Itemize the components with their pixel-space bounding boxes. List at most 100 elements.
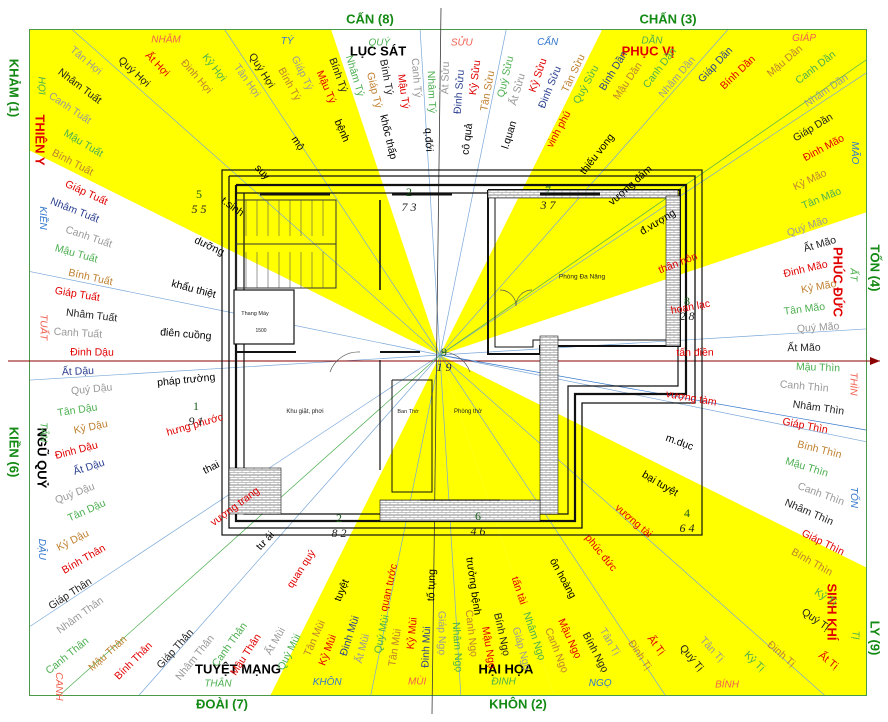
ganzhi-label: Đinh Dậu [70,346,114,358]
ganzhi-label: Ất Dậu [62,364,95,378]
edge-label: ĐOÀI (7) [196,697,248,712]
mountain-line [439,354,462,696]
room-label: Thang Máy [241,311,269,317]
edge-label: KIỀN (6) [7,427,22,478]
star-pair: 9 1 [189,414,204,428]
star-word: điên cuồng [160,326,212,342]
room-label: 1500 [255,328,266,334]
ganzhi-label: Tân Mão [783,301,826,318]
elevator [233,289,295,345]
mountain-line [439,354,867,443]
mountain-line [370,354,441,696]
mountain-label: TỐN [848,487,861,509]
mountain-label: SỬU [451,35,474,48]
ganzhi-label: Đinh Sửu [452,69,467,114]
ganzhi-label: Canh Ngọ [463,609,480,657]
sector-title: PHÚC ĐỨC [831,247,846,318]
room-label: Phòng Đa Năng [559,274,606,281]
star-number: 5 [196,187,202,201]
mountain-label: CẤN [537,35,559,48]
star-word: cô quả [459,123,475,156]
mountain-label: DẦN [641,33,663,46]
sector-title: PHỤC VỊ [622,44,675,59]
ganzhi-label: Giáp Ngọ [436,611,448,656]
mountain-line [138,354,441,696]
ganzhi-label: Tân Mùi [386,628,404,667]
mountain-line [439,354,666,696]
mountain-label: QUÝ [368,35,391,48]
edge-label: TỐN (4) [868,245,883,292]
star-number: 4 [684,506,690,520]
sector-5 [30,355,440,695]
floor-plan [221,169,703,536]
mountain-label: GIÁP [792,31,816,44]
star-number: 2 [336,511,342,525]
edge-label: CHẤN (3) [639,12,696,27]
mountain-label: THÌN [848,372,861,396]
mountain-label: MÃO [849,142,862,165]
room-label: Khu giặt, phơi [286,409,323,415]
sector-2 [440,212,866,568]
star-number: 9 [441,345,447,359]
star-number: 6 [475,509,481,523]
mountain-label: NGỌ [589,678,612,689]
ganzhi-label: Quý Mão [796,320,840,335]
mountain-label: TÝ [281,34,295,47]
mountain-label: DẬU [36,539,49,561]
mountain-label: ĐINH [491,677,516,688]
mountain-label: KHÔN [313,675,343,688]
ganzhi-label: Ất Sửu [438,61,452,94]
star-word: tấn điền [676,347,714,359]
star-word: q.đới [422,128,435,152]
mountain-label: HỢI [35,77,46,95]
ganzhi-label: Canh Thìn [779,378,829,394]
mountain-line [439,328,867,356]
axis-vertical [431,7,442,715]
star-pair: 3 7 [540,198,557,212]
room-label: Ban Thờ [397,409,419,415]
ganzhi-label: Mậu Thìn [796,361,841,374]
sector-title: NGŨ QUỶ [35,428,50,489]
ganzhi-label: Ất Mão [787,341,821,355]
mountain-label: NHÂM [151,32,181,45]
star-word: tố tụng [425,569,438,602]
mountain-line [439,354,825,696]
sector-title: SINH KHÍ [825,583,840,640]
room-label: Phòng thờ [454,409,482,415]
mountain-label: BÍNH [715,678,740,691]
lot-boundary [221,169,703,536]
ganzhi-label: Nhâm Tý [425,71,438,115]
ganzhi-label: Nhâm Tuất [65,307,117,325]
staircase [235,199,337,289]
ganzhi-label: Kỷ Mùi [405,617,420,650]
edge-label: CẤN (8) [346,12,394,27]
edge-label: KHẢM (1) [7,59,22,118]
ganzhi-label: Canh Tý [409,58,424,99]
mountain-label: TUẤT [37,314,50,341]
ganzhi-label: Quý Dậu [70,381,113,397]
star-pair: 6 4 [680,521,695,535]
sector-title: HẠI HỌA [479,662,535,677]
ganzhi-label: Nhâm Ngọ [450,622,465,673]
star-number: 8 [684,294,690,308]
mountain-label: ẤT [848,267,861,282]
star-number: 1 [193,399,199,413]
star-pair: 5 5 [192,202,207,216]
star-word: pháp trường [157,371,216,389]
sector-title: LỤC SÁT [350,44,406,59]
star-pair: 8 2 [332,526,347,540]
mountain-label: KIỀN [37,206,50,230]
mountain-label: TÂN [37,422,50,443]
mountain-label: TỊ [850,631,861,640]
ganzhi-label: Đinh Mùi [419,626,433,668]
sector-4 [270,355,554,695]
ganzhi-label: Mậu Tý [395,73,412,110]
edge-label: LY (9) [868,621,883,656]
star-pair: 2 8 [680,309,695,323]
sector-title: TUYỆT MẠNG [195,662,281,677]
sector-title: THIÊN Y [33,114,48,165]
mountain-label: CANH [53,672,64,701]
edge-label: KHÔN (2) [489,697,547,712]
